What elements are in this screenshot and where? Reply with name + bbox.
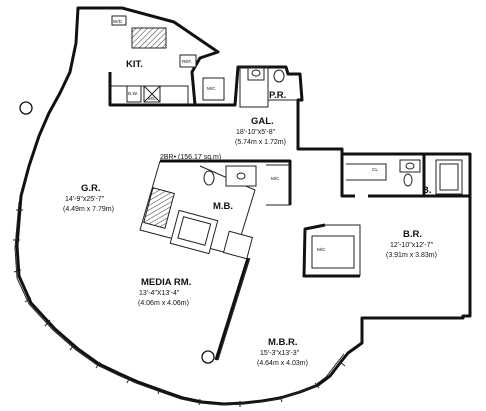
stair-hatch <box>131 27 167 49</box>
label-mbr-mc: M/C <box>317 247 326 252</box>
mbr-dim-m: (4.64m x 4.03m) <box>257 360 308 367</box>
gr-dim-ft: 14'-9"x25'-7" <box>65 196 105 203</box>
room-bath: B. <box>422 185 432 196</box>
room-master-bedroom: M.B.R. <box>268 337 298 348</box>
stair-hatch <box>143 187 175 229</box>
label-ref: REF. <box>182 59 192 64</box>
room-powder: P.R. <box>269 90 286 101</box>
washer-dryer <box>111 15 127 26</box>
gallery-dim-ft: 18'-10"x5'-8" <box>236 129 276 136</box>
label-wd: W/D <box>113 19 123 24</box>
label-mb-mc: M/C <box>271 176 280 181</box>
room-great-room: G.R. <box>81 183 101 194</box>
media-dim-ft: 13'-4"X13'-4" <box>139 290 180 297</box>
b-toilet <box>403 173 413 187</box>
label-cl: CL <box>372 167 378 172</box>
refrigerator <box>179 54 197 68</box>
total-area: 2BR• (156.17 sq.m) <box>160 154 221 161</box>
kitchen <box>108 15 197 107</box>
bedroom-bath <box>340 154 470 198</box>
shower <box>222 230 254 260</box>
mbr-closet <box>302 223 361 278</box>
gr-dim-m: (4.49m x 7.79m) <box>63 206 114 213</box>
label-kit-mc: M/C <box>148 96 157 101</box>
media-dim-m: (4.06m x 4.06m) <box>138 300 189 307</box>
room-gallery: GAL. <box>251 116 274 127</box>
mbr-dim-ft: 15'-3"x13'-3" <box>260 350 300 357</box>
interior-partitions <box>214 257 251 361</box>
br-dim-m: (3.91m x 3.83m) <box>386 252 437 259</box>
pr-closet <box>202 77 225 101</box>
room-master-bath: M.B. <box>213 201 233 212</box>
column <box>19 101 33 115</box>
master-bath <box>139 159 292 260</box>
toilet <box>273 69 285 83</box>
window-mullions <box>13 209 346 407</box>
powder-room <box>202 66 298 108</box>
room-kitchen: KIT. <box>126 59 143 70</box>
mb-toilet <box>203 170 215 186</box>
room-bedroom: B.R. <box>403 229 422 240</box>
column <box>201 350 215 364</box>
dishwasher <box>126 85 142 103</box>
label-pr-mc: M/C <box>207 86 216 91</box>
room-media: MEDIA RM. <box>141 277 191 288</box>
br-dim-ft: 12'-10"x12'-7" <box>390 242 434 249</box>
label-dw: D.W. <box>128 91 138 96</box>
gallery-dim-m: (5.74m x 1.72m) <box>235 139 286 146</box>
